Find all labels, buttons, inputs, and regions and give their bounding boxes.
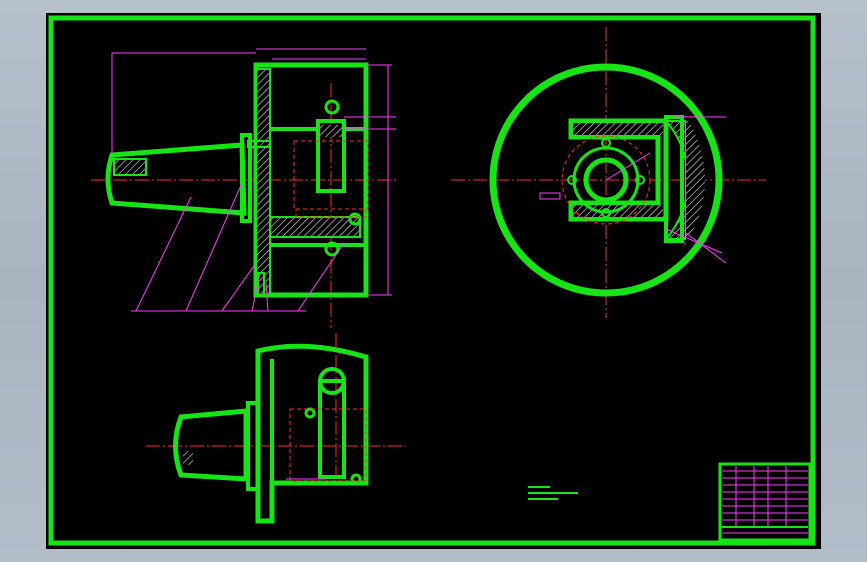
front-section-view <box>91 48 396 328</box>
flange <box>240 133 252 223</box>
drawing-sheet <box>46 13 821 549</box>
plan-circular-view <box>451 27 766 318</box>
handle-shank <box>105 142 247 216</box>
drawing-border <box>48 15 816 546</box>
title-block <box>718 462 812 542</box>
side-view <box>146 333 406 524</box>
technical-notes <box>528 486 578 500</box>
outer-ring <box>489 63 723 297</box>
side-housing <box>255 343 369 524</box>
cad-drawing-canvas <box>48 15 816 546</box>
